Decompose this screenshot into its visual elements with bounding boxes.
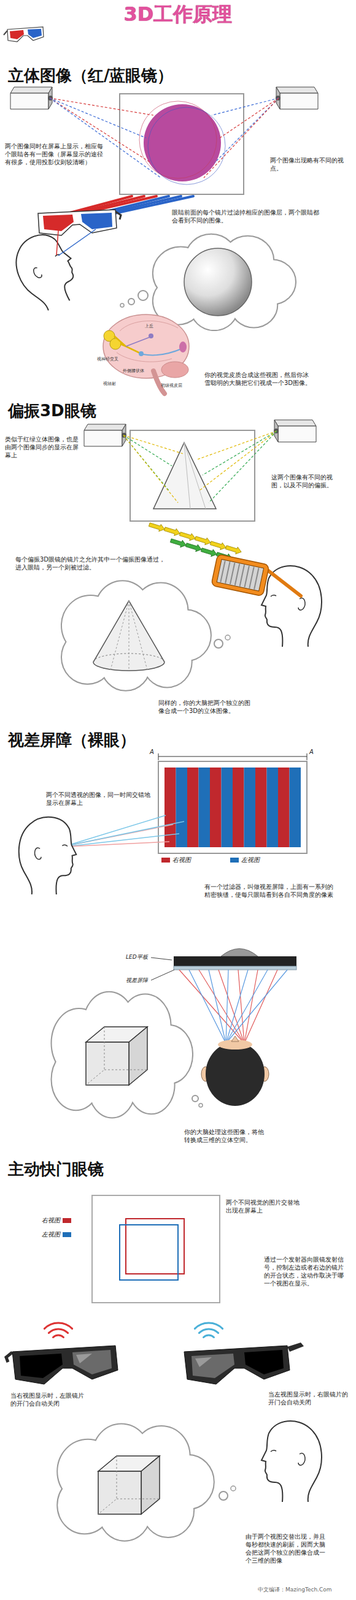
section-heading: 立体图像（红/蓝眼镜） <box>7 66 174 86</box>
caption-note: 两个不同视觉的图片交替地出现在屏幕上 <box>225 1199 300 1216</box>
legend-text: 右视图 <box>41 1218 61 1226</box>
caption-note: 两个不同透视的图像，同一时间交错地显示在屏幕上 <box>46 791 151 808</box>
section-heading: 视差屏障（裸眼） <box>7 731 136 751</box>
legend-swatch <box>62 1219 72 1225</box>
caption-note: 每个偏振3D眼镜的镜片之允许其中一个偏振图像通过，进入眼睛，另一个则被过滤。 <box>15 556 169 573</box>
caption-note: 这两个图像有不同的视图，以及不同的偏振。 <box>271 473 339 490</box>
part-label: 视差屏障 <box>125 978 148 986</box>
caption-note: 你的视觉皮质合成这些视图，然后你冰雪聪明的大脑把它们视成一个3D图像。 <box>204 371 312 388</box>
part-label: 视神经交叉 <box>96 357 119 363</box>
legend-item: 右视图 <box>161 857 191 865</box>
caption-note: 当左视图显示时，右眼镜片的开门会自动关闭 <box>268 1392 349 1409</box>
legend-swatch <box>62 1233 72 1239</box>
legend-item: 左视图 <box>41 1232 72 1240</box>
caption-note: 由于两个视图交替出现，并且每秒都快速的刷新，因而大脑会把这两个独立的图像合成一个… <box>245 1534 329 1567</box>
credit-note: 中文编译：MazingTech.Com <box>257 1588 333 1596</box>
legend-swatch <box>161 858 171 864</box>
part-label: LED平板 <box>125 955 148 963</box>
part-label: 初级视皮层 <box>160 383 183 390</box>
caption-note: 两个图像出现略有不同的视点。 <box>270 156 350 173</box>
legend-text: 左视图 <box>41 1232 61 1240</box>
caption-note: 有一个过滤器，叫做视差屏障，上面有一系列的精密狭缝，使每只眼睛看到各自不同角度的… <box>204 883 334 900</box>
dimension-label: A <box>149 748 155 757</box>
glasses-icon <box>3 27 44 42</box>
section-heading: 偏振3D眼镜 <box>7 402 97 422</box>
page-title: 3D工作原理 <box>0 2 356 26</box>
caption-note: 通过一个发射器向眼镜发射信号，控制左边或者右边的镜片的开合状态，这动作取决于哪一… <box>263 1257 347 1289</box>
caption-note: 你的大脑处理这些图像，将他转换成三维的立体空间。 <box>184 1129 264 1146</box>
shutter-scene <box>6 1196 322 1543</box>
legend-text: 左视图 <box>241 857 260 865</box>
caption-note: 同样的，你的大脑把两个独立的图像合成一个3D的立体图像。 <box>158 699 251 716</box>
legend-text: 右视图 <box>172 857 191 865</box>
parallax-scene <box>19 754 307 1119</box>
legend-item: 左视图 <box>230 857 260 865</box>
dimension-label: A <box>309 748 314 757</box>
section-heading: 主动快门眼镜 <box>7 1161 104 1181</box>
caption-note: 当右视图显示时，左眼镜片的开门会自动关闭 <box>10 1393 88 1410</box>
legend-item: 右视图 <box>41 1218 72 1226</box>
anaglyph-scene <box>6 87 318 395</box>
legend-swatch <box>230 858 239 864</box>
caption-note: 眼睛前面的每个镜片过滤掉相应的图像层，两个眼睛都会看到不同的图像。 <box>171 208 323 225</box>
caption-note: 两个图像同时在屏幕上显示，相应每个眼睛各有一图像（屏幕显示的途径有很多，使用投影… <box>4 142 104 167</box>
polarized-scene <box>61 420 322 692</box>
part-label: 上丘 <box>144 324 154 330</box>
part-label: 视辐射 <box>103 381 117 388</box>
part-label: 外侧膝状体 <box>122 368 145 375</box>
caption-note: 类似于红绿立体图像，也是由两个图像同步的显示在屏幕上 <box>4 435 82 460</box>
